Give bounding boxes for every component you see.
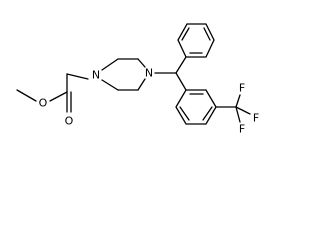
bond-c-f-bottom: [235, 106, 241, 123]
trifluoromethyl-group: F F F: [215, 82, 259, 136]
bond-c-f-top: [235, 94, 241, 108]
methyl-ester-group: O O: [16, 73, 89, 128]
bond-ring-6: [101, 79, 119, 91]
structure-canvas: O O N N F F F: [16, 23, 259, 136]
molecule-structure-diagram: O O N N F F F: [16, 23, 259, 136]
atom-fluorine-top: F: [239, 82, 245, 95]
phenyl-ring-outline: [177, 23, 215, 58]
bond-ch2-n: [66, 73, 89, 80]
bond-ring-4: [137, 78, 146, 91]
aryl-inner-bond-2: [202, 106, 213, 121]
piperazine-ring: N N: [92, 58, 153, 91]
atom-nitrogen-left: N: [92, 69, 100, 82]
bond-ring-3: [137, 58, 146, 68]
phenyl-ring: [177, 23, 215, 58]
atom-fluorine-bottom: F: [239, 123, 245, 136]
atom-carbonyl-oxygen: O: [65, 115, 74, 128]
bond-ch-phenyl: [175, 56, 187, 74]
bond-ch-aryl: [175, 72, 187, 91]
atom-fluorine-right: F: [253, 112, 259, 125]
trifluoromethylphenyl-ring: [175, 89, 217, 125]
bond-ring-1: [101, 58, 119, 71]
bond-methyl-o: [16, 89, 37, 102]
bond-o-carbonyl-carbon: [49, 91, 68, 102]
aryl-ring-outline: [175, 89, 217, 125]
aryl-inner-bond-3: [179, 106, 190, 121]
bond-c-f-right: [235, 106, 251, 115]
atom-nitrogen-right: N: [145, 67, 153, 80]
phenyl-inner-bond-2: [181, 27, 190, 41]
phenyl-inner-bond-3: [203, 27, 211, 41]
atom-ester-oxygen: O: [39, 97, 48, 110]
benzhydryl-center: [154, 56, 187, 91]
